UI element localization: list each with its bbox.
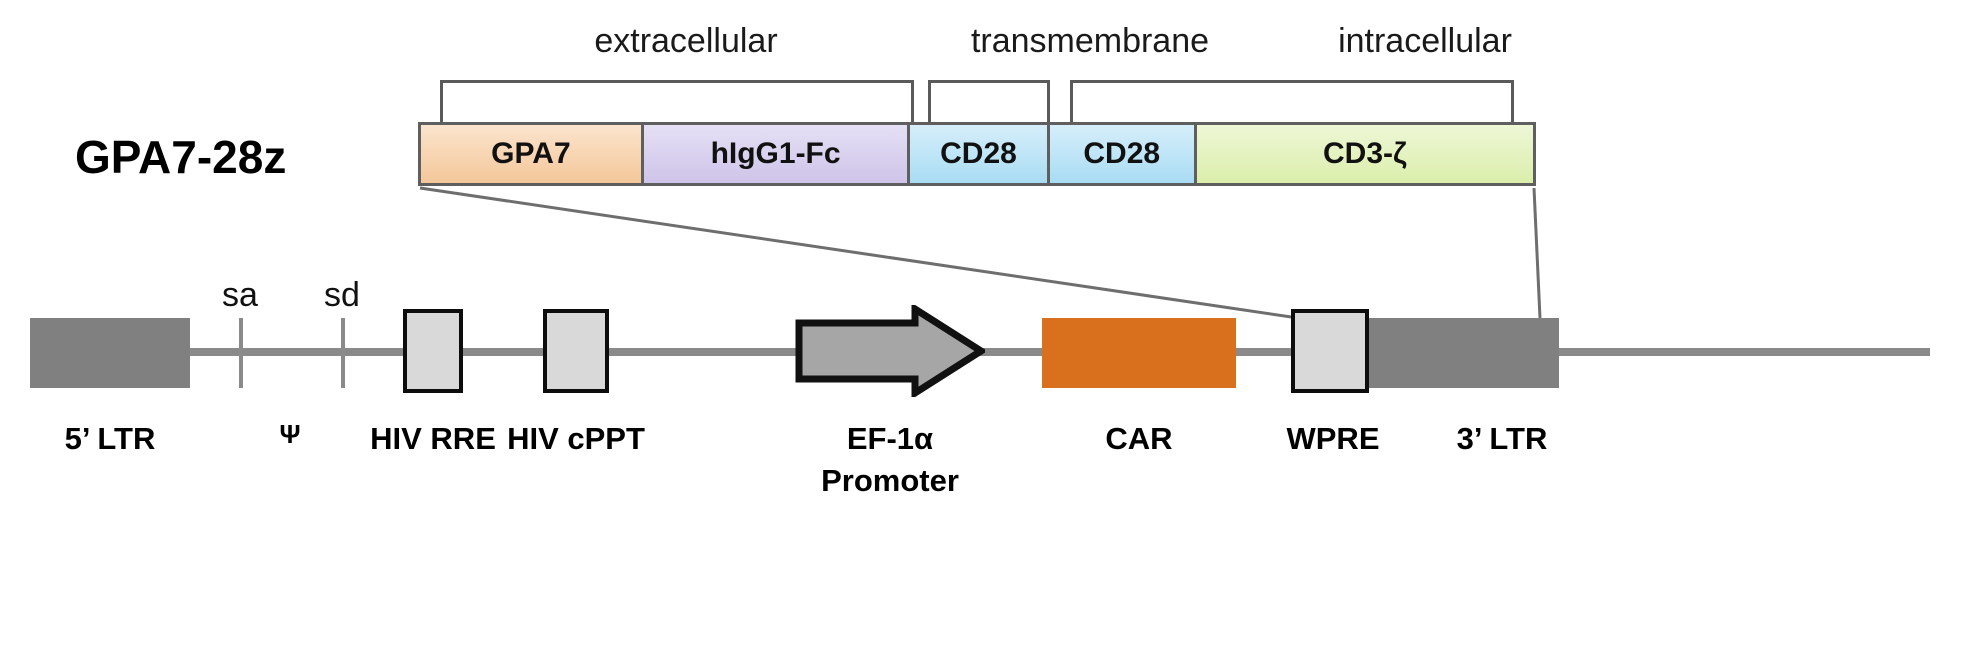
vector-label-ef1a-promoter: Promoter: [821, 463, 959, 498]
vector-label-wpre: WPRE: [1286, 421, 1380, 456]
car-segment-cd3-zeta[interactable]: CD3-ζ: [1196, 125, 1533, 183]
splice-donor-tick: [341, 318, 345, 388]
vector-element-3-ltr[interactable]: [1369, 318, 1559, 388]
vector-element-wpre[interactable]: [1291, 309, 1369, 393]
domain-label-transmembrane: transmembrane: [970, 22, 1210, 60]
vector-element-ef1a-promoter[interactable]: [795, 305, 985, 397]
car-segment-cd28-tm[interactable]: CD28: [910, 125, 1050, 183]
domain-label-extracellular: extracellular: [594, 22, 778, 60]
car-segment-higg1-fc[interactable]: hIgG1-Fc: [643, 125, 911, 183]
vector-label-psi: Ψ: [279, 419, 301, 449]
domain-label-intracellular: intracellular: [1338, 22, 1512, 60]
splice-acceptor-tick: [239, 318, 243, 388]
vector-element-hiv-rre[interactable]: [403, 309, 463, 393]
car-segment-gpa7[interactable]: GPA7: [421, 125, 644, 183]
vector-label-ef1a: EF-1α: [846, 421, 934, 456]
vector-label-5-ltr: 5’ LTR: [64, 421, 156, 456]
car-segment-cd28-ic[interactable]: CD28: [1049, 125, 1197, 183]
splice-acceptor-label: sa: [222, 276, 258, 314]
vector-label-hiv-rre: HIV RRE: [370, 421, 496, 456]
vector-element-car[interactable]: [1042, 318, 1236, 388]
vector-label-hiv-cppt: HIV cPPT: [507, 421, 645, 456]
bracket-intracellular: [1070, 80, 1514, 124]
bracket-extracellular: [440, 80, 914, 124]
vector-element-hiv-cppt[interactable]: [543, 309, 609, 393]
car-construct-bar: GPA7 hIgG1-Fc CD28 CD28 CD3-ζ: [418, 122, 1536, 186]
vector-label-3-ltr: 3’ LTR: [1456, 421, 1548, 456]
construct-name: GPA7-28z: [75, 131, 287, 183]
vector-element-5-ltr[interactable]: [30, 318, 190, 388]
splice-donor-label: sd: [324, 276, 360, 314]
vector-label-car: CAR: [1105, 421, 1173, 456]
bracket-transmembrane: [928, 80, 1050, 124]
